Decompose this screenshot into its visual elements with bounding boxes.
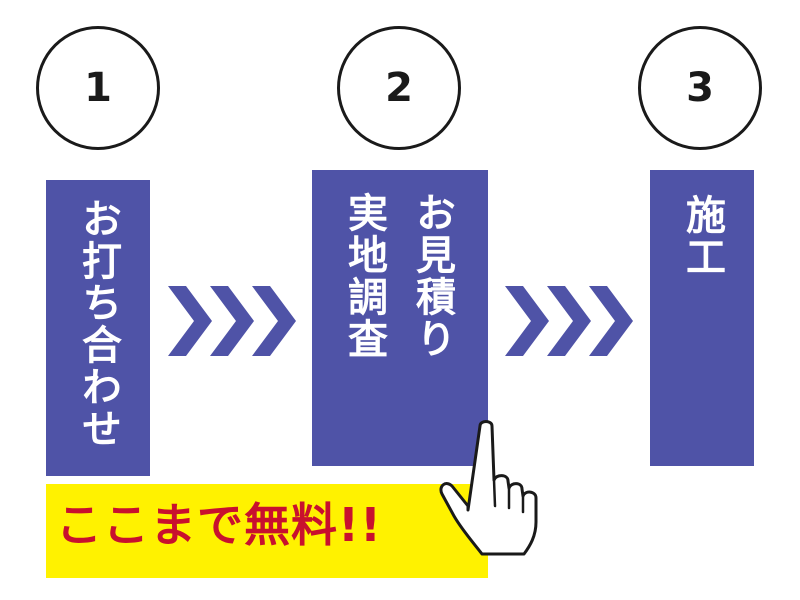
pointing-hand-icon <box>439 420 538 556</box>
step-2-number: 2 <box>337 26 461 150</box>
step-1-box <box>46 180 150 476</box>
step-2-label-line1: お見積り <box>409 192 455 360</box>
free-banner <box>46 484 488 578</box>
step-3-label: 施工 <box>679 194 725 278</box>
free-banner-text: ここまで無料!! <box>56 498 382 552</box>
step-3-box <box>650 170 754 466</box>
step-3-number: 3 <box>638 26 762 150</box>
step-1-number: 1 <box>36 26 160 150</box>
chevron-right-icon <box>168 286 296 356</box>
step-1-label: お打ち合わせ <box>75 198 121 450</box>
step-2-box <box>312 170 488 466</box>
step-2-label-line2: 実地調査 <box>341 192 387 360</box>
chevron-right-icon <box>505 286 633 356</box>
